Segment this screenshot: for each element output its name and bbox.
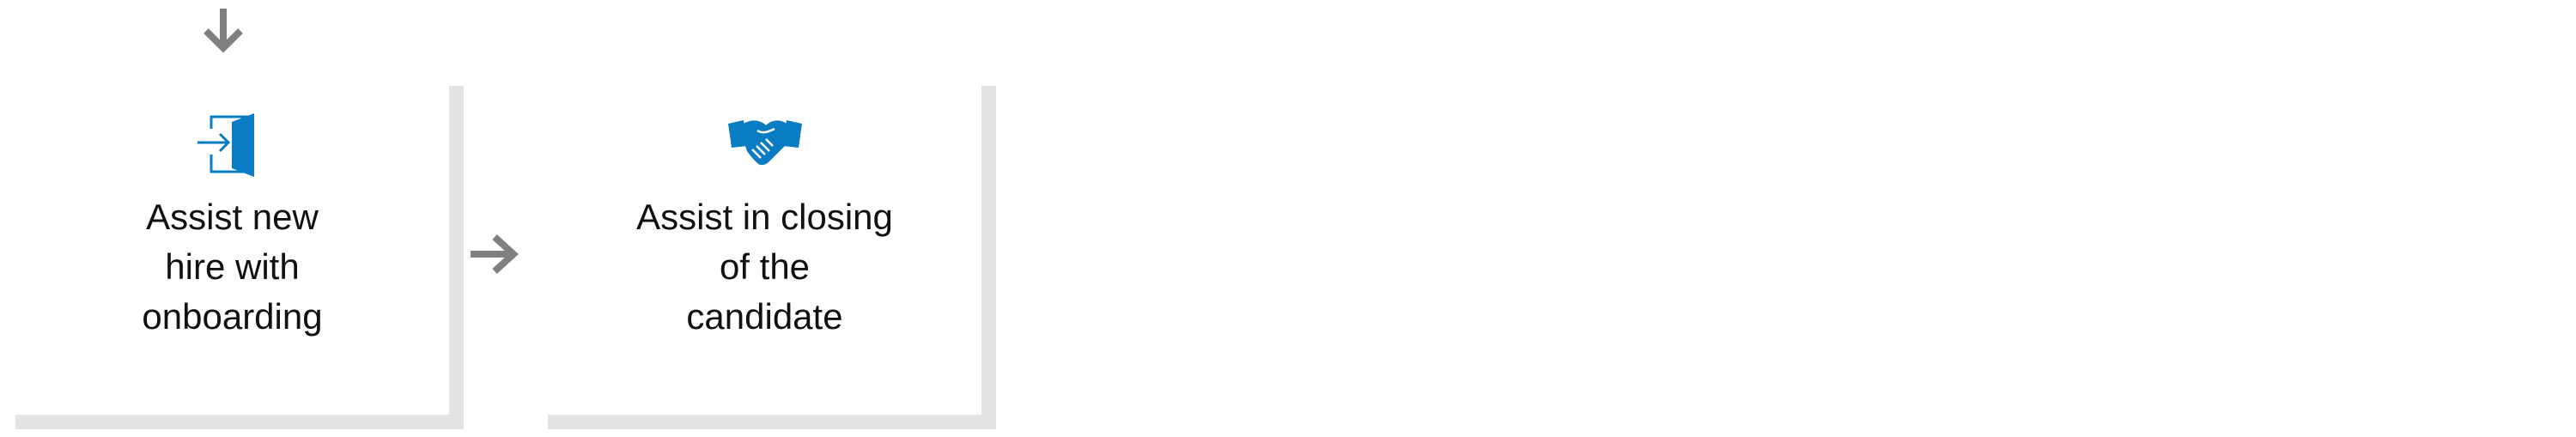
step-label-line: onboarding [142, 296, 323, 337]
step-label-line: candidate [686, 296, 843, 337]
step-card-closing: Assist in closing of the candidate [548, 86, 996, 429]
arrow-down-icon [199, 5, 247, 53]
step-card-onboarding: Assist new hire with onboarding [15, 86, 464, 429]
step-label-onboarding: Assist new hire with onboarding [44, 192, 422, 342]
arrow-right-icon [467, 230, 520, 278]
step-label-line: Assist new [146, 197, 319, 237]
step-label-line: of the [719, 246, 811, 287]
step-label-line: hire with [165, 246, 300, 287]
handshake-icon [726, 112, 804, 177]
step-label-closing: Assist in closing of the candidate [576, 192, 954, 342]
step-label-line: Assist in closing [636, 197, 893, 237]
door-enter-icon [194, 112, 271, 177]
